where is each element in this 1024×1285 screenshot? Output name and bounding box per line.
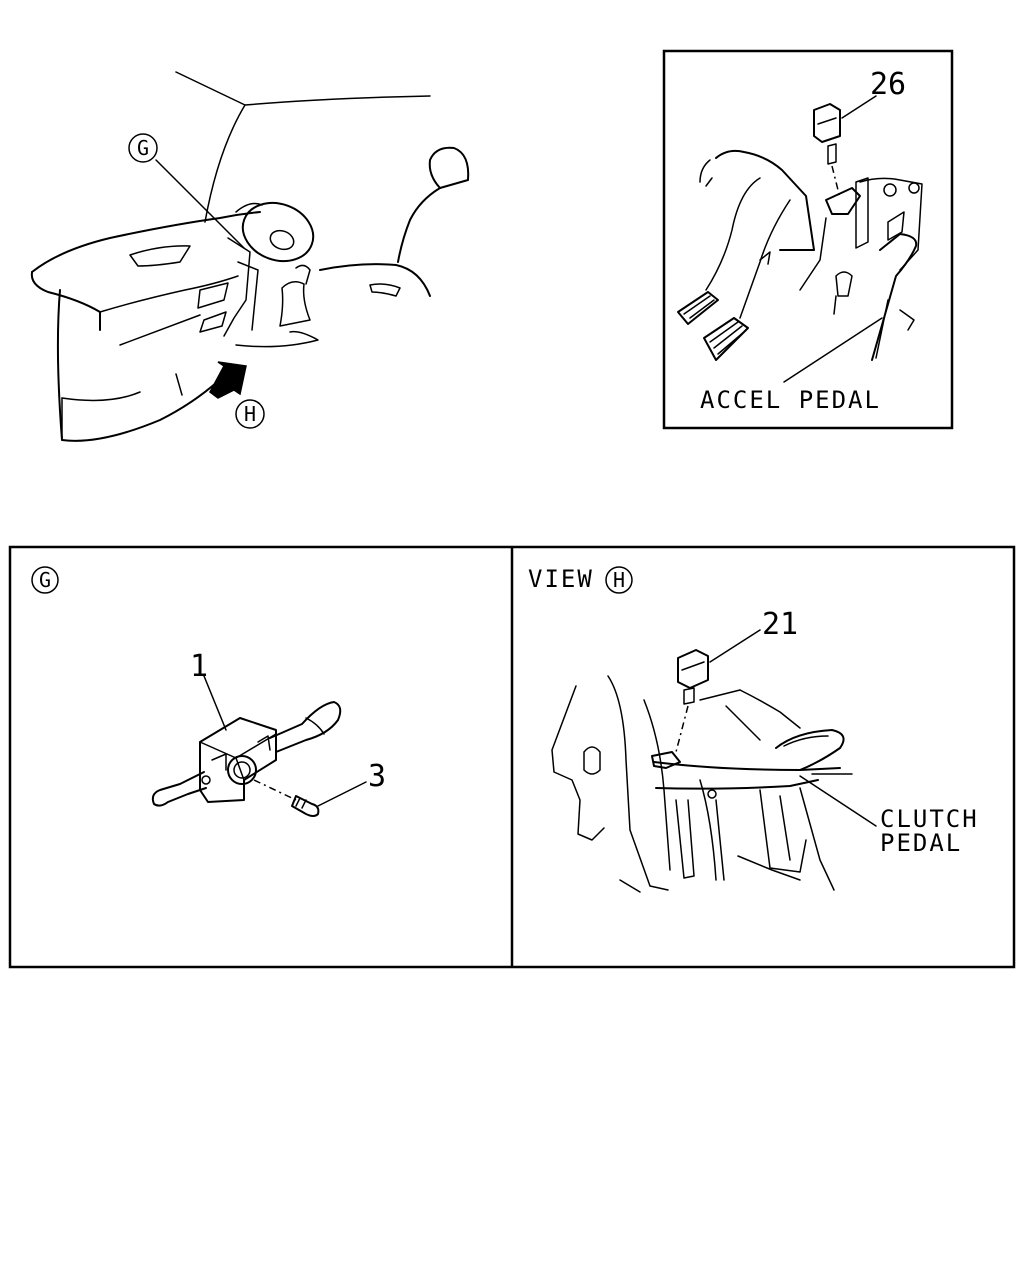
- accel-pedal-inset-frame: [662, 49, 954, 430]
- part-number-1: 1: [190, 649, 208, 684]
- callout-h-panel-text: H: [613, 568, 625, 592]
- accel-pedal-label: ACCEL PEDAL: [700, 386, 881, 414]
- view-arrow-icon: [209, 361, 247, 399]
- accel-switch-body: [813, 103, 841, 143]
- clutch-pedal-illustration: [551, 629, 877, 893]
- callout-g-top: G: [128, 133, 158, 163]
- clutch-pedal-label-line2: PEDAL: [880, 829, 962, 857]
- callout-g-panel: G: [31, 566, 59, 594]
- callout-h-top: H: [235, 399, 265, 429]
- part-number-3: 3: [368, 759, 386, 794]
- part-number-21: 21: [762, 607, 798, 642]
- view-prefix-label: VIEW: [528, 565, 594, 593]
- clutch-switch-body: [677, 649, 709, 689]
- dashboard-overview-illustration: [30, 71, 470, 442]
- callout-h-top-text: H: [244, 402, 256, 426]
- callout-g-top-text: G: [137, 136, 149, 160]
- clutch-pedal-label-line1: CLUTCH: [880, 805, 979, 833]
- callout-h-panel: H: [605, 566, 633, 594]
- accel-pedal-illustration: [677, 95, 923, 383]
- callout-g-panel-text: G: [39, 568, 51, 592]
- screw: [291, 795, 320, 817]
- part-number-26: 26: [870, 67, 906, 102]
- combination-switch-illustration: [151, 675, 367, 817]
